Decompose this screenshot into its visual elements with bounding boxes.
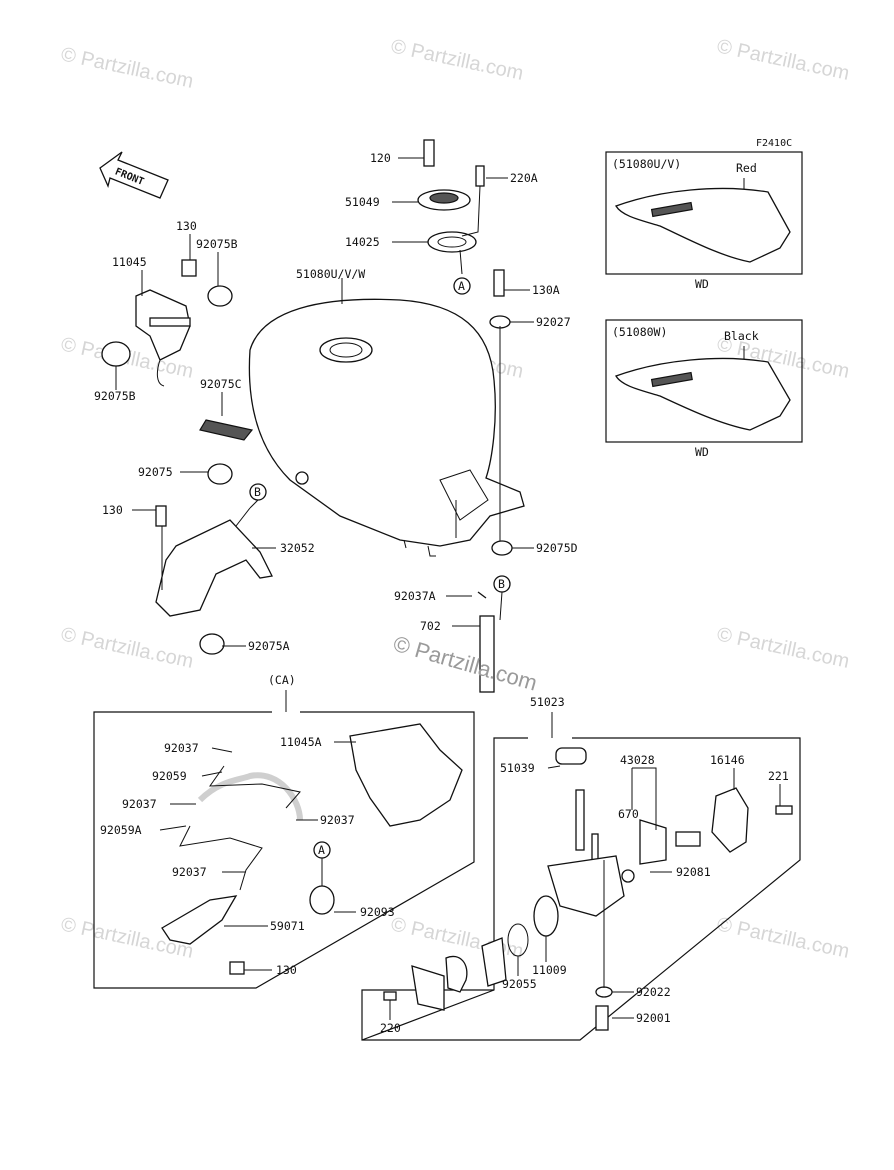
- watermark: © Partzilla.com: [715, 913, 851, 963]
- part-label: 51080U/V/W: [296, 267, 365, 281]
- part-label: 32052: [280, 541, 315, 555]
- part-label: 92093: [360, 905, 395, 919]
- callout-box-51080w: (51080W) Black WD: [605, 319, 803, 459]
- fuel-cock-label: 51023: [530, 695, 565, 709]
- part-label: 51049: [345, 195, 380, 209]
- part-label: 92027: [536, 315, 571, 329]
- part-label: 92059A: [100, 823, 142, 837]
- watermark: © Partzilla.com: [389, 35, 525, 85]
- part-label: 11045A: [280, 735, 322, 749]
- color-label: Black: [724, 329, 759, 343]
- front-arrow: FRONT: [99, 151, 169, 199]
- part-label: 11045: [112, 255, 147, 269]
- part-label: 11009: [532, 963, 567, 977]
- part-label: 92022: [636, 985, 671, 999]
- ca-label: (CA): [268, 673, 296, 687]
- part-label: 120: [370, 151, 391, 165]
- part-label: 92037: [122, 797, 157, 811]
- hose-702: [477, 326, 513, 693]
- wd-label: WD: [695, 445, 709, 459]
- part-label: 92037: [164, 741, 199, 755]
- reference-markers: A B B A: [249, 277, 511, 886]
- part-label: 220A: [510, 171, 538, 185]
- part-label: 92075C: [200, 377, 242, 391]
- part-labels: 120 220A 51049 14025 130A 51080U/V/W 920…: [94, 151, 789, 1035]
- watermark: © Partzilla.com: [59, 43, 195, 93]
- center-watermark: © Partzilla.com: [391, 631, 540, 696]
- part-label: 92075A: [248, 639, 290, 653]
- ref-label: B: [498, 577, 505, 591]
- part-label: 92081: [676, 865, 711, 879]
- watermark: © Partzilla.com: [715, 35, 851, 85]
- bracket-11045: [101, 259, 254, 441]
- part-label: 16146: [710, 753, 745, 767]
- fuel-cap-assembly: [417, 139, 511, 329]
- part-label: 92075B: [94, 389, 136, 403]
- figure-code: F2410C: [756, 138, 792, 149]
- part-label: 130: [176, 219, 197, 233]
- ref-label: A: [318, 843, 325, 857]
- part-label: 130A: [532, 283, 560, 297]
- ca-box: (CA): [93, 673, 475, 989]
- part-label: 43028: [620, 753, 655, 767]
- part-label: 221: [768, 769, 789, 783]
- part-label: 14025: [345, 235, 380, 249]
- part-label: 670: [618, 807, 639, 821]
- part-label: 51039: [500, 761, 535, 775]
- callout-label: (51080U/V): [612, 157, 681, 171]
- callout-box-51080uv: (51080U/V) Red WD: [605, 151, 803, 291]
- watermark: © Partzilla.com: [389, 913, 525, 963]
- part-label: 702: [420, 619, 441, 633]
- part-label: 92037A: [394, 589, 436, 603]
- fuel-cock-box: 51023: [361, 695, 801, 1041]
- part-label: 130: [102, 503, 123, 517]
- leader-lines: [115, 157, 781, 1020]
- part-label: 92059: [152, 769, 187, 783]
- watermark: © Partzilla.com: [715, 623, 851, 673]
- callout-label: (51080W): [612, 325, 667, 339]
- part-label: 92075: [138, 465, 173, 479]
- part-label: 130: [276, 963, 297, 977]
- ref-label: A: [458, 279, 465, 293]
- part-label: 92001: [636, 1011, 671, 1025]
- part-label: 92075D: [536, 541, 578, 555]
- watermark: © Partzilla.com: [59, 623, 195, 673]
- part-label: 92037: [172, 865, 207, 879]
- bracket-32052: [155, 463, 273, 655]
- wd-label: WD: [695, 277, 709, 291]
- part-label: 92037: [320, 813, 355, 827]
- fuel-tank: [248, 298, 525, 557]
- color-label: Red: [736, 161, 757, 175]
- part-label: 220: [380, 1021, 401, 1035]
- part-label: 92075B: [196, 237, 238, 251]
- ref-label: B: [254, 485, 261, 499]
- part-label: 92055: [502, 977, 537, 991]
- part-label: 59071: [270, 919, 305, 933]
